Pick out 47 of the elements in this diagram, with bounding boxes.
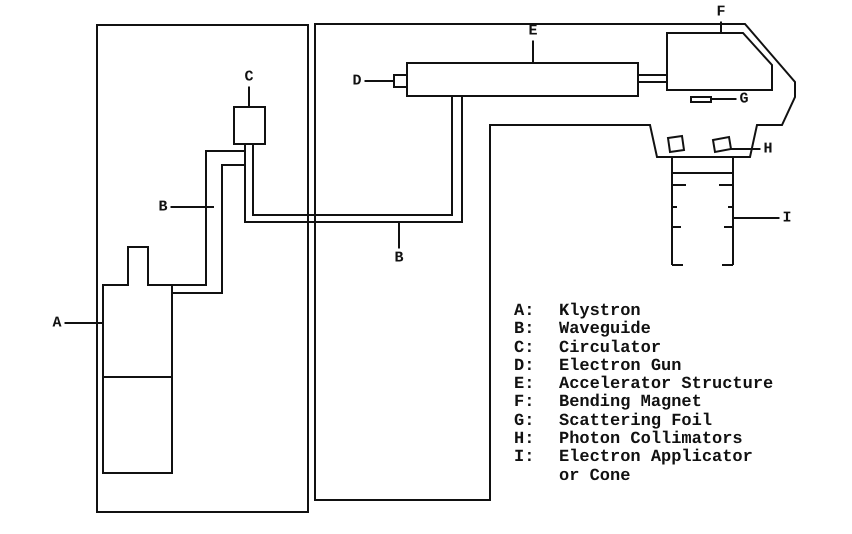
beam-pipe: [637, 74, 668, 83]
applicator-drawing: [671, 156, 734, 266]
key-text: Bending Magnet: [559, 394, 703, 412]
key-letter: A:: [514, 303, 536, 322]
leader-line: [731, 148, 760, 150]
klystron-drawing: [102, 246, 173, 474]
leader-line: [720, 22, 722, 33]
key-letter: H:: [514, 431, 536, 450]
circulator-box: [233, 106, 266, 145]
key-letter: I:: [514, 449, 536, 470]
accelerator-tube: [406, 62, 639, 97]
leader-line: [532, 40, 534, 63]
waveguide: [244, 95, 463, 223]
key-text: Accelerator Structure: [559, 376, 774, 394]
leader-line: [711, 98, 736, 100]
leader-line: [733, 217, 780, 219]
scattering-foil: [690, 96, 712, 103]
part-letter: C: [244, 70, 254, 84]
key-text: Scattering Foil: [559, 412, 712, 431]
key-text: Waveguide: [559, 321, 652, 340]
part-letter: B: [394, 250, 404, 266]
key-letter: D:: [514, 358, 536, 376]
part-letter: H: [764, 142, 772, 156]
part-letter: D: [352, 74, 362, 88]
key-text: Circulator: [559, 340, 662, 358]
part-letter: I: [782, 210, 792, 226]
leader-line: [398, 222, 400, 248]
key-letter: B:: [514, 321, 536, 340]
leader-line: [364, 80, 394, 82]
bending-magnet-drawing: [666, 32, 773, 91]
key-text: Electron Gun: [559, 358, 682, 376]
part-letter: B: [158, 200, 168, 214]
key-letter: C:: [514, 340, 536, 358]
leader-line: [64, 322, 103, 324]
part-letter: G: [740, 92, 748, 106]
key-letter: E:: [514, 376, 536, 394]
key-text: Photon Collimators: [559, 431, 743, 450]
part-letter: F: [716, 4, 726, 20]
key-text: Klystron: [559, 303, 641, 321]
collimator-drawing: [666, 134, 732, 154]
part-letter: A: [52, 316, 62, 330]
key-letter: G:: [514, 412, 536, 432]
leader-line: [248, 86, 250, 107]
leader-line: [170, 206, 214, 208]
key-letter: F:: [514, 394, 536, 413]
key-text: Electron Applicator or Cone: [559, 449, 754, 486]
electron-gun-box: [393, 74, 408, 88]
